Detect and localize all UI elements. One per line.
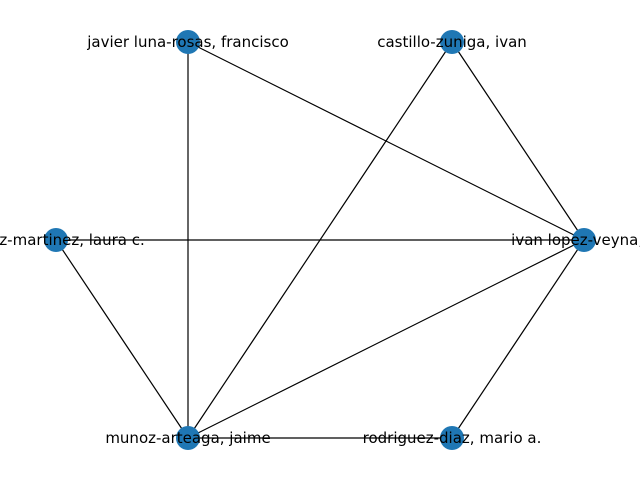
node-veyna	[572, 228, 596, 252]
nodes-layer	[44, 30, 596, 450]
node-label-veyna: ivan lopez-veyna, j.	[511, 231, 640, 249]
edges-layer	[55, 41, 585, 439]
node-martinez	[44, 228, 68, 252]
node-label-munoz: munoz-arteaga, jaime	[105, 429, 270, 447]
node-rodriguez	[440, 426, 464, 450]
labels-layer: javier luna-rosas, francisco castillo-zun…	[0, 33, 640, 447]
node-label-martinez: lopez-martinez, laura c.	[0, 231, 145, 249]
node-luna	[176, 30, 200, 54]
edge-munoz-veyna	[187, 239, 585, 439]
node-label-luna: javier luna-rosas, francisco	[86, 33, 289, 51]
node-munoz	[176, 426, 200, 450]
node-label-rodriguez: rodriguez-diaz, mario a.	[363, 429, 542, 447]
edge-martinez-munoz	[55, 239, 189, 439]
node-castillo	[440, 30, 464, 54]
edge-castillo-veyna	[451, 41, 585, 241]
node-label-castillo: castillo-zuniga, ivan	[377, 33, 527, 51]
edge-rodriguez-veyna	[451, 239, 585, 439]
